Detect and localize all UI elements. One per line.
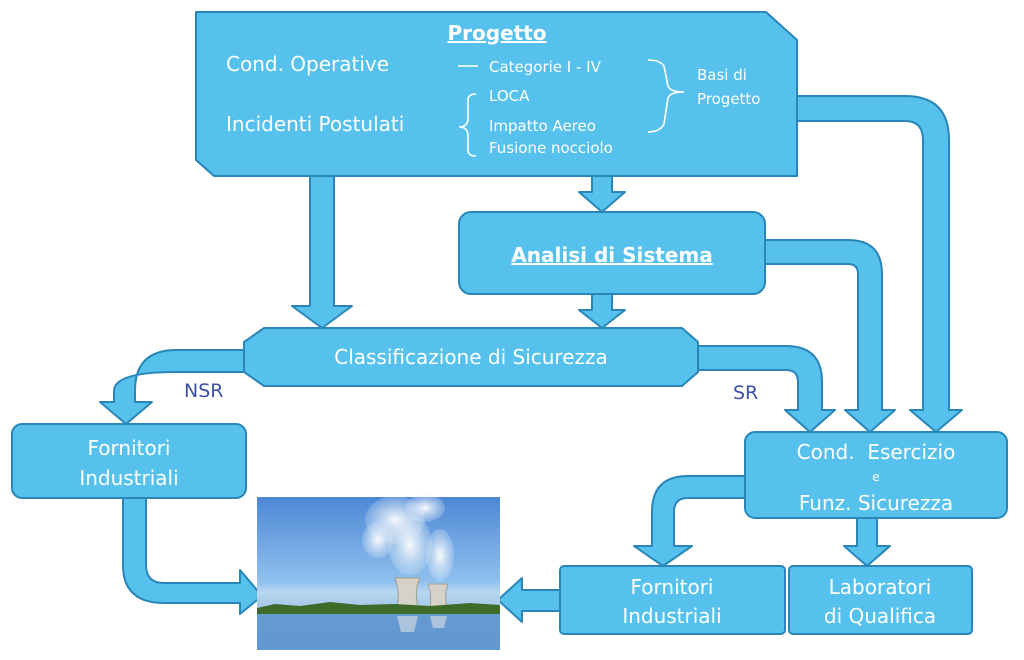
laboratori-line2: di Qualifica (824, 604, 936, 628)
arrow-progetto-to-analisi (578, 175, 626, 213)
arrow-nsr-to-fornitori (99, 349, 245, 425)
impatto-aereo-label: Impatto Aereo (489, 117, 596, 135)
arrow-progetto-to-classificazione (291, 175, 353, 329)
progetto-brackets (458, 59, 685, 157)
categorie-label: Categorie I - IV (489, 58, 602, 76)
progetto-box (195, 11, 798, 177)
fornitori-left-line1: Fornitori (88, 436, 171, 460)
basi-progetto-line1: Basi di (697, 66, 747, 84)
laboratori-box (788, 565, 973, 635)
sr-label: SR (733, 382, 758, 404)
fornitori-left-line2: Industriali (79, 466, 178, 490)
brace-incidenti (458, 93, 477, 157)
cond-esercizio-line2: e (872, 470, 879, 484)
classificazione-label: Classificazione di Sicurezza (334, 345, 608, 369)
cond-esercizio-line1: Cond. Esercizio (797, 440, 956, 464)
progetto-content: Progetto Cond. Operative Incidenti Postu… (226, 21, 761, 157)
fornitori-right-line1: Fornitori (631, 575, 714, 599)
arrow-analisi-to-cond-esercizio (764, 239, 896, 433)
analisi-title: Analisi di Sistema (511, 243, 712, 267)
cond-operative-label: Cond. Operative (226, 52, 389, 76)
arrow-analisi-to-classificazione (578, 293, 626, 329)
progetto-title: Progetto (447, 21, 546, 45)
arrow-cond-esercizio-to-fornitori-right (633, 475, 746, 567)
brace-basi-progetto (647, 59, 685, 133)
nuclear-plant-photo (257, 494, 500, 650)
basi-progetto-line2: Progetto (697, 90, 761, 108)
fusione-nocciolo-label: Fusione nocciolo (489, 139, 613, 157)
loca-label: LOCA (489, 87, 530, 105)
arrow-fornitori-left-to-photo (122, 497, 263, 615)
incidenti-postulati-label: Incidenti Postulati (226, 112, 404, 136)
arrow-progetto-to-cond-esercizio (796, 95, 963, 433)
arrow-fornitori-right-to-photo (497, 577, 561, 623)
arrow-cond-esercizio-to-laboratori (843, 517, 891, 567)
nsr-label: NSR (184, 380, 223, 402)
arrow-sr-to-cond-esercizio (697, 345, 836, 433)
fornitori-right-line2: Industriali (622, 604, 721, 628)
cond-esercizio-line3: Funz. Sicurezza (799, 491, 953, 515)
laboratori-line1: Laboratori (829, 575, 932, 599)
